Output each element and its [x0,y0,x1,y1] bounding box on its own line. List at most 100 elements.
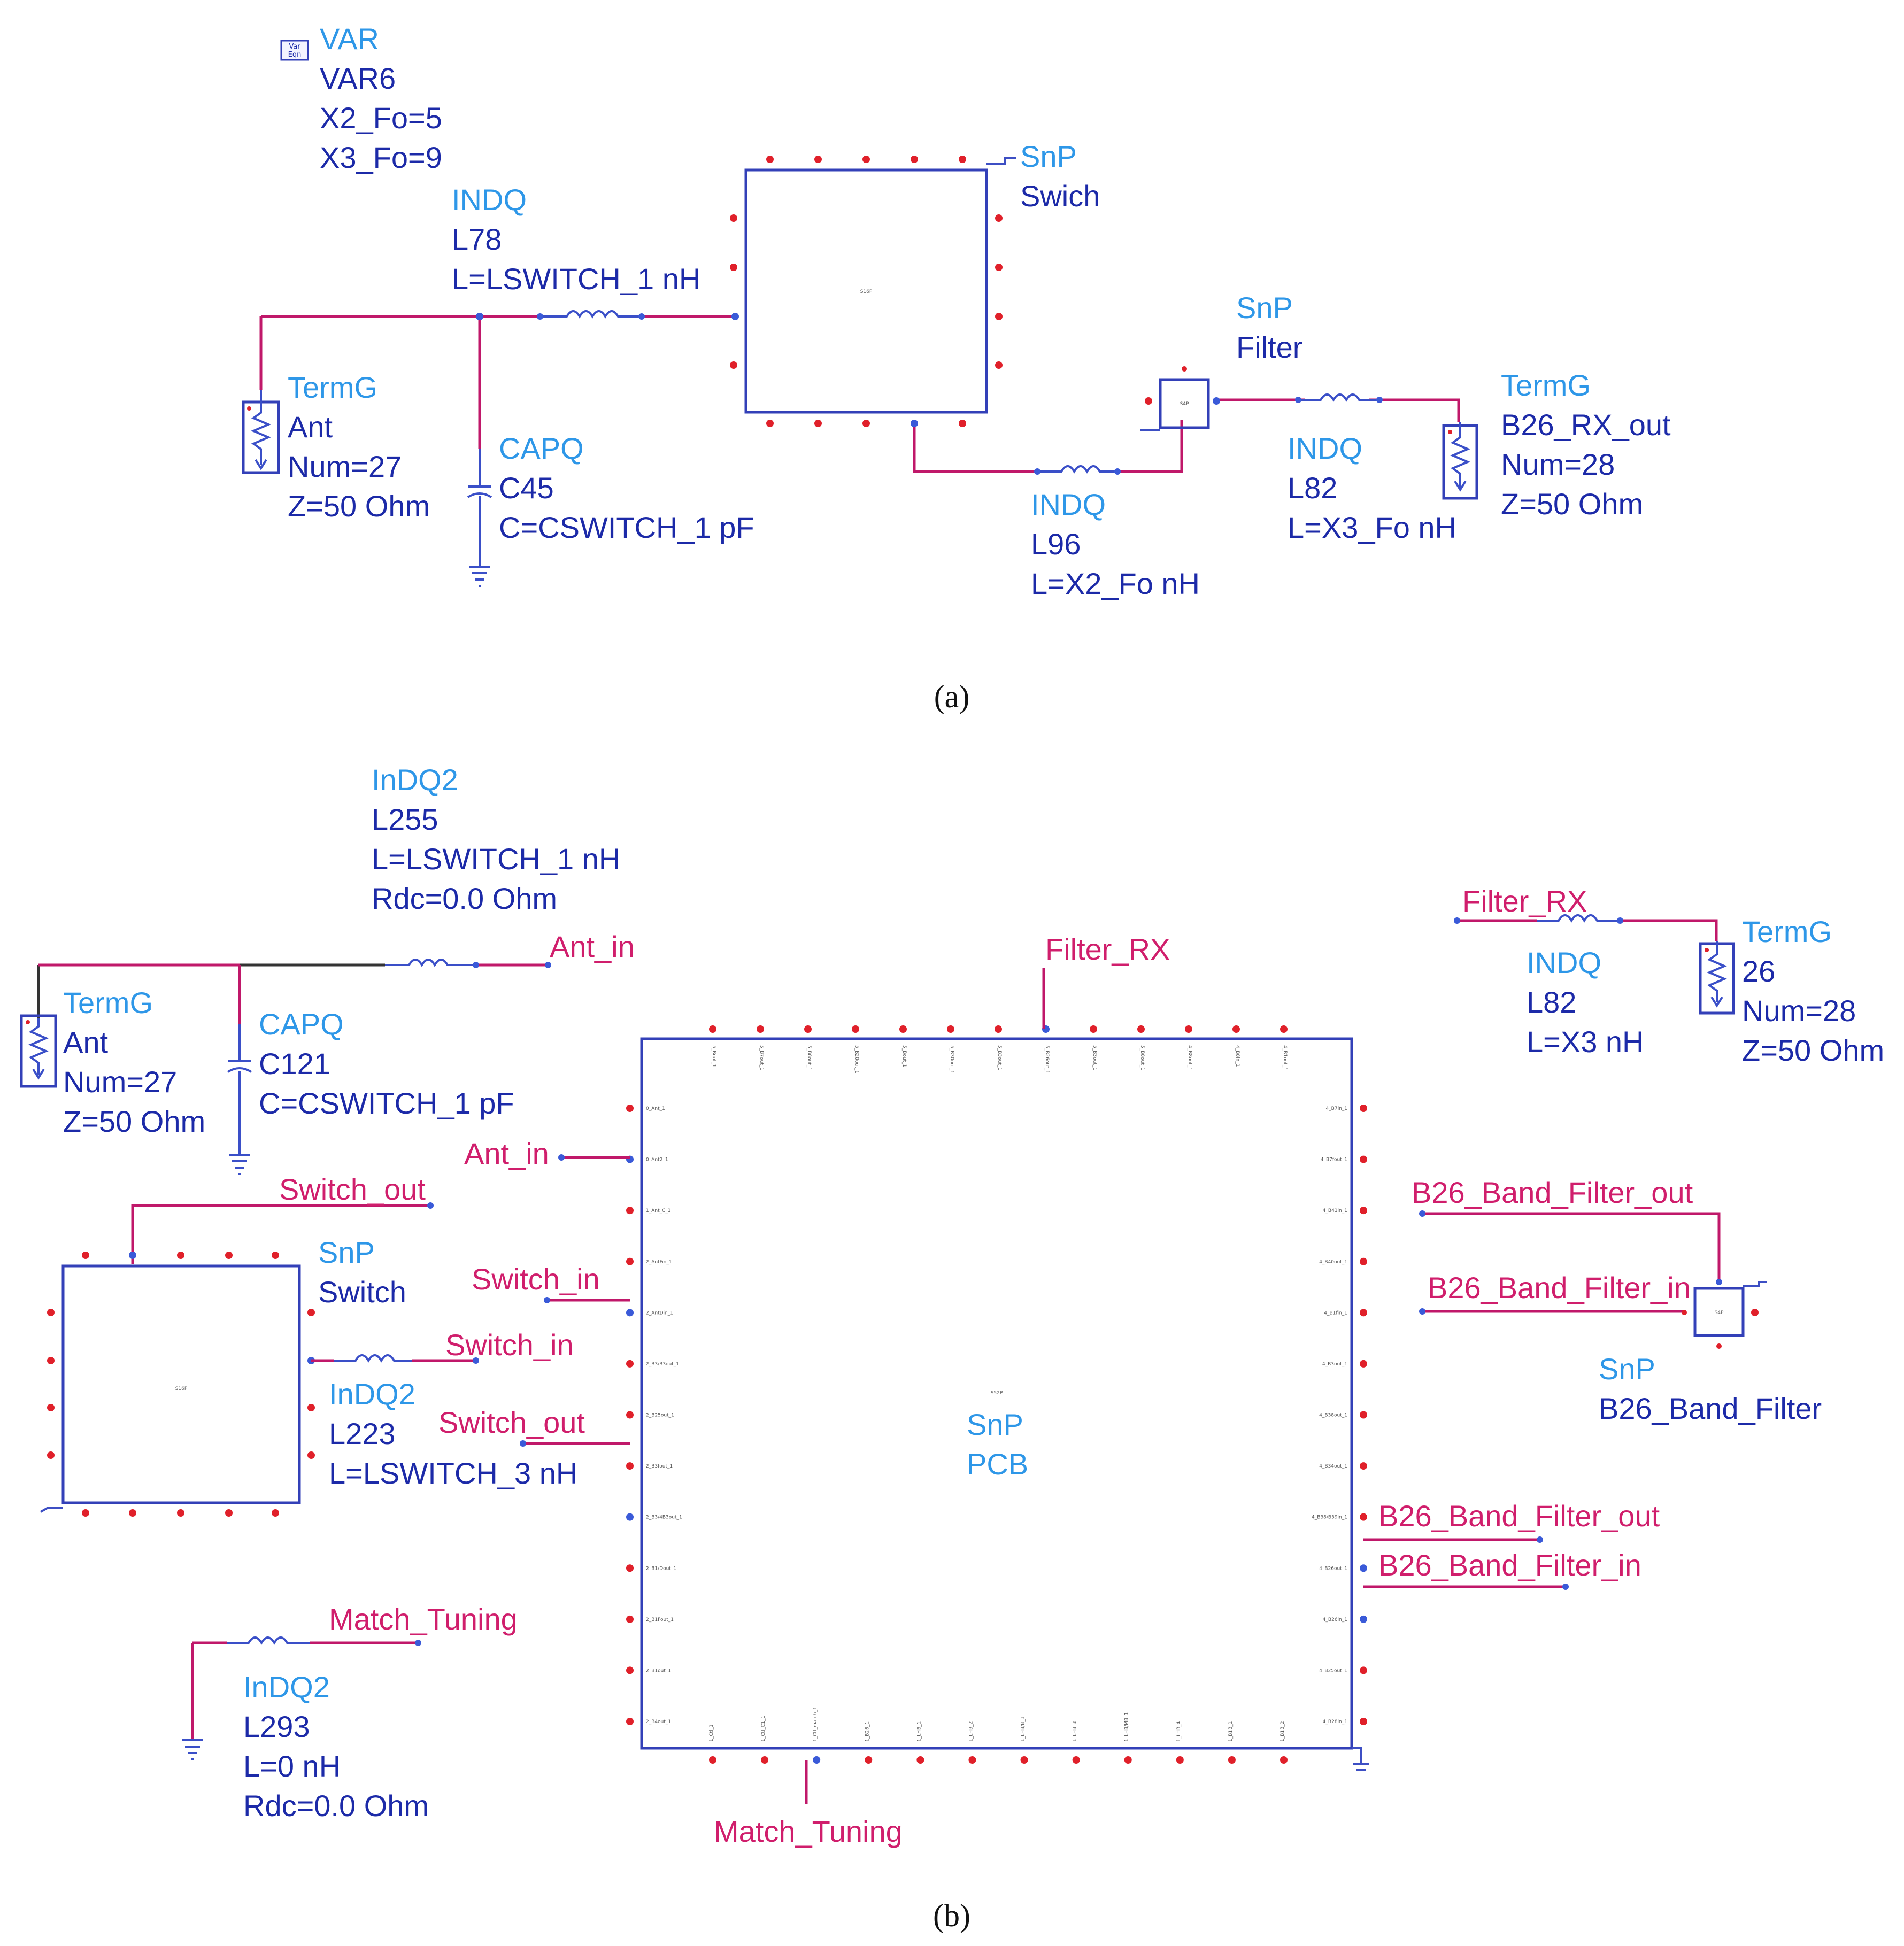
net-end-dot [544,1297,550,1303]
pcb-port-label: 4_B1out_1 [1282,1045,1288,1070]
pcb-port-label: 5_B3out_1 [997,1045,1002,1070]
pcb-pin [1360,1666,1367,1674]
ant-a-num: Num=27 [288,450,402,483]
ant-a-type: TermG [288,370,377,404]
pcb-port-labels: 0_Ant_10_Ant2_11_Ant_C_12_AntFin_12_AntD… [646,1045,1347,1742]
ant-b-type: TermG [63,986,153,1020]
var-icon-text-2: Eqn [288,51,302,59]
net-end-dot [427,1202,434,1209]
caption-a: (a) [934,679,970,714]
pcb-port-label: 5_B7out_1 [759,1045,764,1070]
filter-a-name: Filter [1236,330,1302,364]
pcb-port-label: 5_B8out_1 [1139,1045,1145,1070]
term-ant-b-symbol[interactable] [20,1014,57,1088]
switch-a-ground-stub [986,157,1016,165]
pcb-pin [626,1666,634,1674]
pcb-port-label: 4_B8out_1 [1187,1045,1192,1070]
pcb-pin [947,1025,954,1033]
switch-a-type: SnP [1020,140,1077,173]
l255-rdc: Rdc=0.0 Ohm [372,882,557,915]
pcb-port-label: 1_LHB_2 [968,1721,974,1742]
pcb-port-label: 4_B41in_1 [1323,1208,1347,1214]
wire-l82-b-to-term [1620,919,1718,941]
pcb-pin [916,1756,924,1764]
net-label-filter-rx-pcb: Filter_RX [1045,932,1170,966]
net-label-switch-out-pcb: Switch_out [438,1406,585,1439]
inductor-l82-b-symbol[interactable] [1537,914,1623,927]
inductor-l293-symbol[interactable] [182,1636,421,1760]
inductor-l223-symbol[interactable] [311,1354,479,1367]
rx-a-name: B26_RX_out [1501,408,1671,442]
term-ant-a-symbol[interactable] [242,390,280,474]
pcb-pin [709,1756,716,1764]
l78-value: L=LSWITCH_1 nH [452,262,700,296]
band-filter-type: SnP [1599,1352,1655,1386]
l82-a-name: L82 [1288,471,1337,505]
capacitor-c45-symbol[interactable] [467,449,492,587]
pcb-port-label: 1_LHB_1 [916,1721,922,1742]
inductor-l82-a-symbol[interactable] [1295,393,1383,406]
net-end-dot [520,1440,526,1447]
pcb-pin [626,1718,634,1725]
net-label-match-tuning-left: Match_Tuning [329,1602,518,1636]
pcb-port-label: 4_B28in_1 [1323,1719,1347,1725]
var-type-label: VAR [320,22,379,56]
pcb-pin [1360,1718,1367,1725]
pcb-block[interactable]: S52P 0_Ant_10_Ant2_11_Ant_C_12_AntFin_12… [626,1025,1369,1771]
pcb-port-label: 1_Ctl_C1_1 [761,1716,766,1742]
pcb-port-label: 2_B1/Dout_1 [646,1566,676,1571]
filter-a-inner: S4P [1180,401,1189,407]
var-eqn-icon[interactable]: Var Eqn [280,40,309,61]
net-label-switch-in-left: Switch_in [445,1328,574,1362]
pcb-port-label: 2_AntFin_1 [646,1260,672,1265]
pcb-pin [626,1615,634,1623]
term-rx-a-symbol[interactable] [1442,422,1478,500]
pcb-pin [1185,1025,1192,1033]
switch-a-name: Swich [1020,179,1100,213]
net-label-b26-in-pcb: B26_Band_Filter_in [1378,1548,1641,1582]
pcb-pin [1360,1207,1367,1215]
band-filter-block[interactable]: S4P [1682,1279,1767,1349]
pcb-pin [1360,1360,1367,1368]
pcb-port-label: 4_B3out_1 [1322,1362,1347,1367]
switch-b-inner: S16P [175,1386,188,1392]
pcb-name: PCB [967,1447,1028,1481]
pcb-port-label: 4_B26out_1 [1319,1566,1347,1571]
pcb-port-label: 5_B20out_1 [854,1045,859,1074]
wire-switch-to-filter [913,420,1183,473]
pcb-port-label: 5_B26out_1 [1044,1045,1050,1074]
pcb-port-label: 2_B1out_1 [646,1668,671,1673]
pcb-port-label: 5_Bout_1 [711,1045,716,1067]
pcb-pin [757,1025,764,1033]
pcb-pin [626,1462,634,1470]
pcb-port-label: 0_Ant_1 [646,1106,665,1111]
term-26-type: TermG [1742,915,1832,948]
pcb-port-label: 1_B26_1 [865,1721,870,1742]
switch-b-block[interactable]: S16P [40,1252,315,1517]
switch-b-name: Switch [318,1275,406,1309]
inductor-l78-symbol[interactable] [537,310,645,323]
net-end-dot [558,1154,565,1161]
filter-a-block[interactable]: S4P [1140,366,1220,431]
l293-value: L=0 nH [243,1749,341,1783]
inductor-l96-symbol[interactable] [1034,465,1121,478]
c121-value: C=CSWITCH_1 pF [259,1086,514,1120]
pcb-port-label: 1_Ctl_1 [709,1724,714,1742]
term-26-symbol[interactable] [1699,941,1735,1015]
inductor-l255-symbol[interactable] [385,959,551,971]
pcb-port-label: 1_Ctl_match_1 [813,1706,818,1742]
net-label-b26-out-filter: B26_Band_Filter_out [1412,1176,1693,1209]
pcb-pin [1280,1756,1288,1764]
switch-a-block[interactable]: S16P [730,156,1016,427]
pcb-port-label: 4_B1fin_1 [1324,1310,1347,1316]
l96-value: L=X2_Fo nH [1031,567,1200,600]
ant-b-num: Num=27 [63,1065,177,1099]
pcb-pin [1072,1756,1080,1764]
net-end-dot [1419,1308,1425,1315]
net-label-b26-in-filter: B26_Band_Filter_in [1428,1271,1691,1304]
pcb-pin [1360,1257,1367,1265]
pcb-port-label: 2_B4out_1 [646,1719,671,1725]
capacitor-c121-symbol[interactable] [227,1024,252,1175]
l82-b-type: INDQ [1527,946,1601,979]
